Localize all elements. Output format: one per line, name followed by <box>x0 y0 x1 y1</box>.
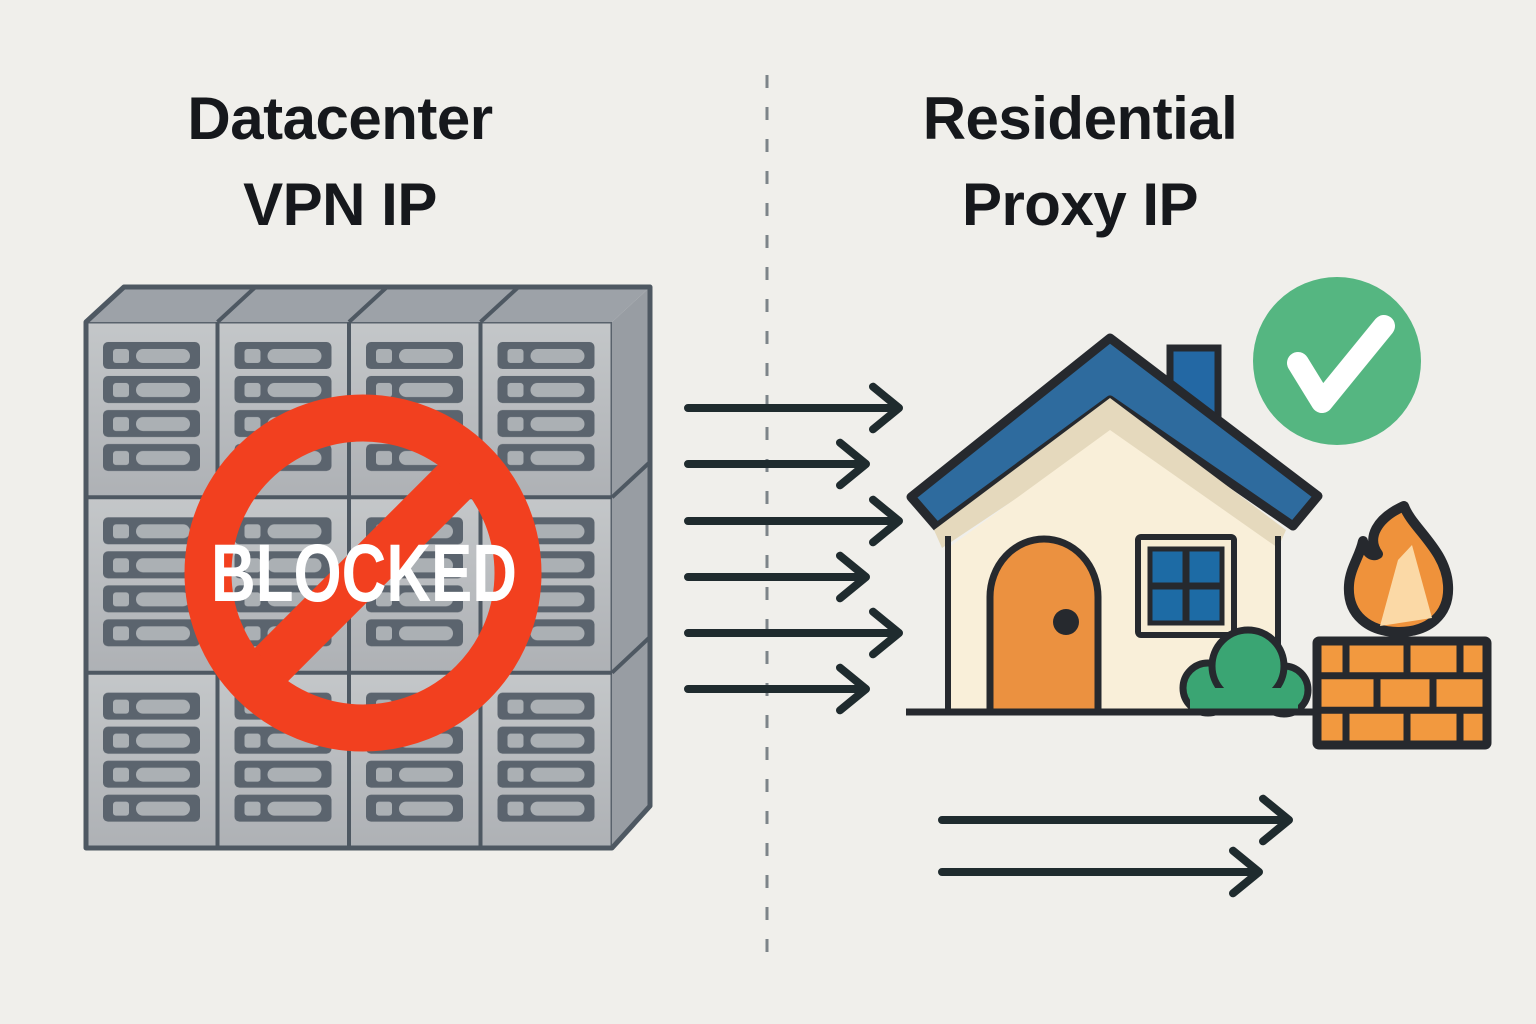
flow-arrow <box>684 438 870 490</box>
gable-trim <box>934 398 1286 548</box>
flow-arrow <box>684 495 903 547</box>
check-circle <box>1253 277 1421 445</box>
door <box>986 535 1102 716</box>
check-circle-icon <box>1253 277 1421 445</box>
brick-wall <box>1312 636 1492 750</box>
brick-grout <box>1317 641 1487 745</box>
flame-icon <box>1343 501 1454 637</box>
left-title-line1: Datacenter <box>187 85 493 152</box>
bottom-arrows <box>938 794 1293 898</box>
prohibition-ring <box>184 394 542 752</box>
right-title-line1: Residential <box>922 85 1238 152</box>
left-title: Datacenter VPN IP <box>40 76 640 248</box>
flow-arrow <box>938 846 1263 898</box>
prohibition-slash <box>231 441 495 705</box>
blocked-label: BLOCKED <box>211 528 517 619</box>
brick-wall-base <box>1312 636 1492 750</box>
house-icon <box>906 333 1323 718</box>
no-entry-blocked-badge: BLOCKED <box>184 394 542 752</box>
flow-arrow <box>684 382 903 434</box>
middle-arrows <box>684 382 903 715</box>
right-title-line2: Proxy IP <box>961 171 1199 238</box>
rack-side-face <box>612 287 650 848</box>
bush <box>1179 626 1312 718</box>
right-title: Residential Proxy IP <box>780 76 1380 248</box>
flow-arrow <box>684 607 903 659</box>
window <box>1135 534 1237 638</box>
left-title-line2: VPN IP <box>243 171 437 238</box>
flow-arrow <box>684 551 870 603</box>
flow-arrow <box>938 794 1293 846</box>
rack-outer-border <box>83 284 653 851</box>
doorknob <box>1053 609 1079 635</box>
firewall-icon <box>1312 501 1492 750</box>
flow-arrow <box>684 663 870 715</box>
check-mark <box>1287 315 1395 413</box>
flame-highlight <box>1380 545 1432 626</box>
